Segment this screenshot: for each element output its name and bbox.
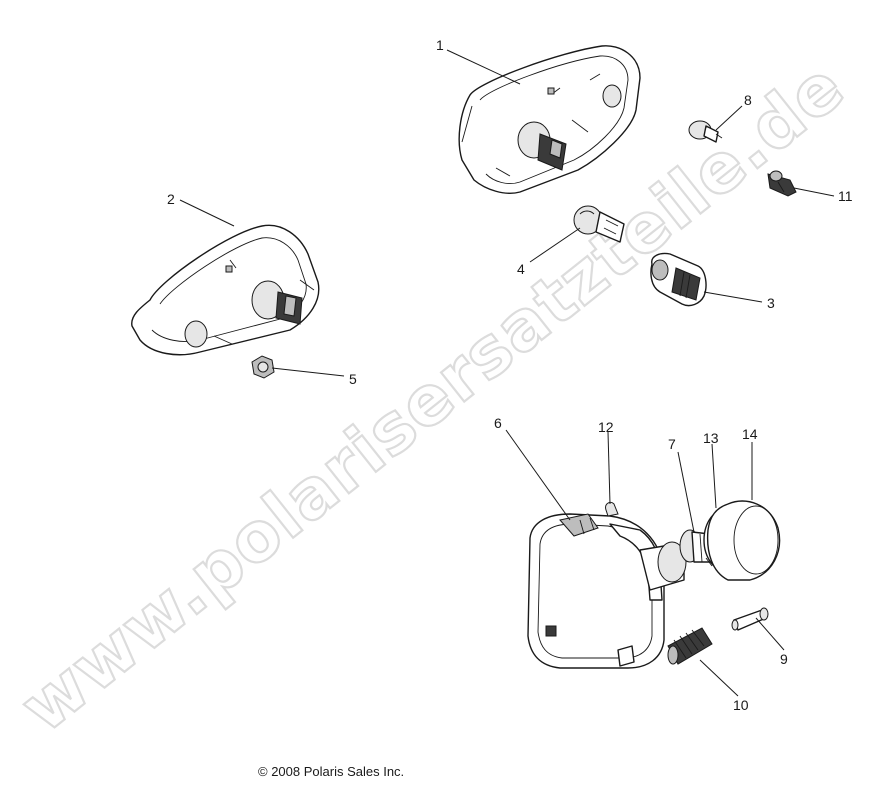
leader-line-2 bbox=[179, 199, 235, 227]
leader-line-6 bbox=[505, 429, 571, 521]
taillight-right-part bbox=[458, 45, 641, 194]
leader-line-3 bbox=[703, 291, 763, 303]
leader-line-8 bbox=[715, 105, 743, 131]
callout-7: 7 bbox=[668, 436, 676, 452]
callout-11: 11 bbox=[838, 188, 853, 204]
headlight-cap-part bbox=[706, 500, 781, 581]
pin-part bbox=[731, 607, 769, 631]
callout-3: 3 bbox=[767, 295, 775, 311]
callout-9: 9 bbox=[780, 651, 788, 667]
callout-6: 6 bbox=[494, 415, 502, 431]
callout-13: 13 bbox=[703, 430, 719, 446]
watermark-text: www.polarisersatzteile.de bbox=[6, 47, 859, 748]
callout-14: 14 bbox=[742, 426, 758, 442]
bulb-socket-part bbox=[650, 252, 707, 307]
callout-12: 12 bbox=[598, 419, 614, 435]
leader-line-12 bbox=[607, 431, 611, 505]
nut-part bbox=[251, 355, 275, 379]
leader-line-13 bbox=[711, 443, 717, 509]
callout-2: 2 bbox=[167, 191, 175, 207]
headlight-assembly-part bbox=[527, 513, 687, 669]
callout-5: 5 bbox=[349, 371, 357, 387]
taillight-left-part bbox=[131, 224, 320, 356]
leader-line-7 bbox=[677, 451, 695, 533]
leader-line-5 bbox=[271, 367, 345, 377]
leader-line-9 bbox=[755, 617, 785, 651]
leader-line-11 bbox=[793, 187, 835, 197]
small-bulb-part bbox=[688, 120, 723, 143]
callout-4: 4 bbox=[517, 261, 525, 277]
leader-line-1 bbox=[446, 49, 521, 85]
leader-line-10 bbox=[699, 659, 739, 697]
spring-part bbox=[667, 627, 713, 665]
small-socket-part bbox=[767, 170, 797, 197]
leader-line-4 bbox=[529, 227, 581, 263]
copyright-notice: © 2008 Polaris Sales Inc. bbox=[258, 764, 405, 779]
bulb-part bbox=[573, 205, 625, 243]
headlight-small-bulb-part bbox=[605, 501, 619, 517]
callout-8: 8 bbox=[744, 92, 752, 108]
callout-10: 10 bbox=[733, 697, 749, 713]
callout-1: 1 bbox=[436, 37, 444, 53]
